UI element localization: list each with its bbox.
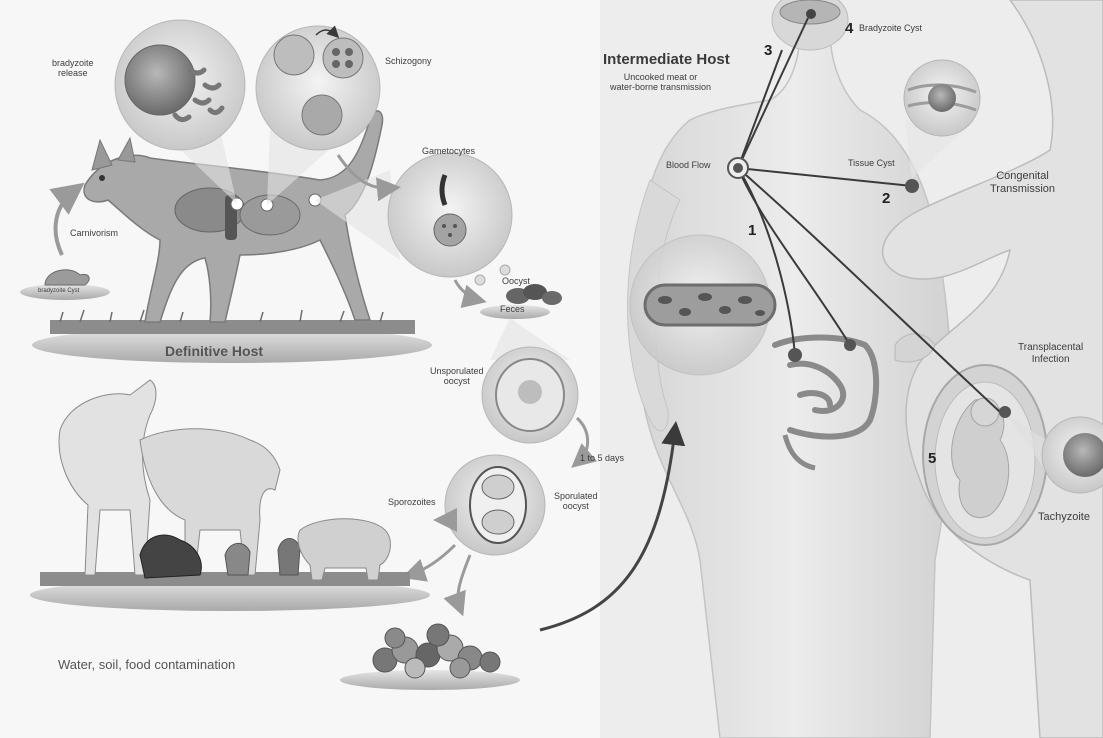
congenital-transmission-label: Congenital Transmission — [990, 170, 1055, 195]
blood-flow-label: Blood Flow — [666, 160, 711, 170]
schizogony-label: Schizogony — [385, 56, 432, 66]
tachyzoite-label: Tachyzoite — [1038, 511, 1090, 524]
feces-label: Feces — [500, 304, 525, 314]
transplacental-infection-label: Transplacental Infection — [1018, 342, 1083, 365]
contamination-label: Water, soil, food contamination — [58, 658, 235, 673]
bradyzoite-cyst-small-label: bradyzoite Cyst — [38, 288, 79, 295]
sporozoites-label: Sporozoites — [388, 497, 436, 507]
step-1-label: 1 — [748, 222, 756, 239]
oocyst-label: Oocyst — [502, 276, 530, 286]
tissue-cyst-label: Tissue Cyst — [848, 158, 895, 168]
bradyzoite-release-label: bradyzoite release — [52, 58, 94, 79]
gametocytes-label: Gametocytes — [422, 146, 475, 156]
intermediate-host-subtitle: Uncooked meat or water-borne transmissio… — [610, 72, 711, 93]
intermediate-host-title: Intermediate Host — [603, 51, 730, 68]
unsporulated-oocyst-label: Unsporulated oocyst — [430, 366, 484, 387]
step-4-label: 4 — [845, 20, 853, 37]
carnivorism-label: Carnivorism — [70, 228, 118, 238]
bradyzoite-cyst-label: Bradyzoite Cyst — [859, 23, 922, 33]
definitive-host-label: Definitive Host — [165, 343, 263, 359]
sporulated-oocyst-label: Sporulated oocyst — [554, 491, 598, 512]
step-3-label: 3 — [764, 42, 772, 59]
sporulated-oocyst-bubble — [445, 455, 545, 555]
step-2-label: 2 — [882, 190, 890, 207]
duration-label: 1 to 5 days — [580, 453, 624, 463]
step-5-label: 5 — [928, 450, 936, 467]
